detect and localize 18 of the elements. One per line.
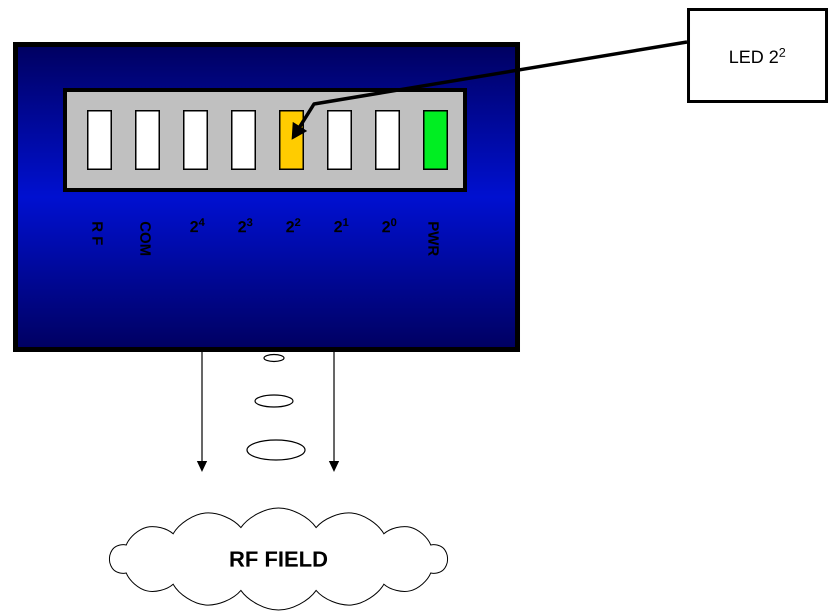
led-label: 2$^{0}$ — [382, 218, 396, 232]
led-label: 2$^{1}$ — [334, 218, 348, 232]
led-light — [279, 110, 304, 170]
led-label: PWR — [428, 222, 439, 256]
callout-box: LED 2$^{2}$ — [687, 8, 828, 103]
led-light — [231, 110, 256, 170]
led-light — [375, 110, 400, 170]
led-label: 2$^{4}$ — [190, 218, 205, 232]
led-label: 2$^{2}$ — [286, 218, 300, 232]
led-label: 2$^{3}$ — [238, 218, 252, 232]
led-light — [327, 110, 352, 170]
led-light — [87, 110, 112, 170]
led-light — [135, 110, 160, 170]
cloud: RF FIELD — [108, 508, 448, 610]
led-label: R F — [92, 222, 103, 245]
led-label: COM — [140, 222, 151, 256]
led-light — [183, 110, 208, 170]
led-light — [423, 110, 448, 170]
